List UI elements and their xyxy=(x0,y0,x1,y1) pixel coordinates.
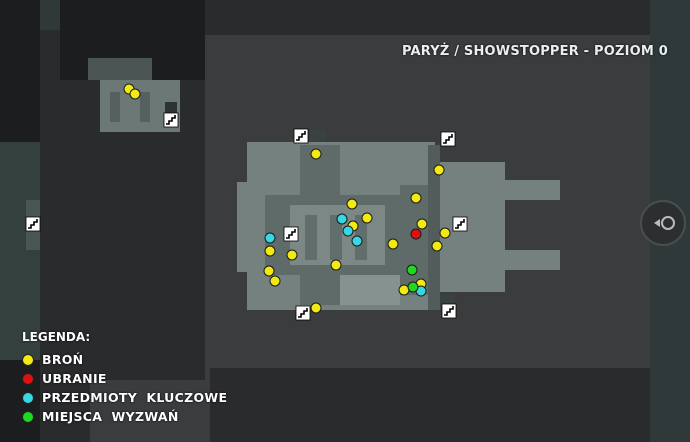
east-wall-band xyxy=(428,145,440,310)
south-wing xyxy=(300,270,340,305)
left-edge-block xyxy=(0,140,40,360)
legend-item-bron: BROŃ xyxy=(22,350,227,369)
weapon-marker[interactable] xyxy=(129,88,141,100)
weapon-marker[interactable] xyxy=(346,198,358,210)
key-item-marker[interactable] xyxy=(342,225,354,237)
weapon-marker[interactable] xyxy=(330,259,342,271)
legend-title: LEGENDA: xyxy=(22,330,91,344)
legend: LEGENDA: BROŃ UBRANIE PRZEDMIOTY KLUCZOW… xyxy=(22,330,227,426)
weapon-marker[interactable] xyxy=(439,227,451,239)
weapon-marker[interactable] xyxy=(433,164,445,176)
clothing-marker[interactable] xyxy=(410,228,422,240)
stairs-icon[interactable] xyxy=(452,216,468,232)
legend-item-przedmioty: PRZEDMIOTY KLUCZOWE xyxy=(22,388,227,407)
weapon-marker[interactable] xyxy=(264,245,276,257)
annex-column xyxy=(140,92,150,122)
legend-item-ubranie: UBRANIE xyxy=(22,369,227,388)
stairs-icon[interactable] xyxy=(440,131,456,147)
weapon-marker[interactable] xyxy=(361,212,373,224)
compass-icon[interactable] xyxy=(639,199,687,251)
weapon-marker[interactable] xyxy=(410,192,422,204)
key-item-markers xyxy=(264,213,427,297)
map-title: PARYŻ / SHOWSTOPPER - POZIOM 0 xyxy=(401,44,668,59)
weapon-marker[interactable] xyxy=(310,302,322,314)
east-cutout xyxy=(505,200,560,250)
stairs-icons xyxy=(25,112,468,321)
inner-pillar xyxy=(330,215,342,260)
weapon-marker[interactable] xyxy=(398,284,410,296)
legend-label: MIEJSCA WYZWAŃ xyxy=(42,409,179,424)
legend-dot-green xyxy=(22,410,34,423)
weapon-marker[interactable] xyxy=(269,275,281,287)
annex-roof xyxy=(88,58,152,80)
stairs-icon[interactable] xyxy=(441,303,457,319)
left-void xyxy=(0,0,40,142)
legend-label: BROŃ xyxy=(42,352,84,367)
stairs-icon[interactable] xyxy=(283,226,299,242)
weapon-marker[interactable] xyxy=(416,218,428,230)
key-item-marker[interactable] xyxy=(336,213,348,225)
north-stair-block xyxy=(310,130,325,142)
south-corridor xyxy=(340,275,400,305)
key-item-marker[interactable] xyxy=(264,232,276,244)
legend-label: PRZEDMIOTY KLUCZOWE xyxy=(42,390,228,405)
stairs-icon[interactable] xyxy=(163,112,179,128)
legend-dot-cyan xyxy=(22,391,34,404)
key-item-marker[interactable] xyxy=(351,235,363,247)
challenge-marker[interactable] xyxy=(406,264,418,276)
legend-dot-red xyxy=(22,372,34,385)
challenge-marker[interactable] xyxy=(407,281,419,293)
stairs-icon[interactable] xyxy=(293,128,309,144)
stairs-icon[interactable] xyxy=(25,216,41,232)
annex-column xyxy=(110,92,120,122)
weapon-marker[interactable] xyxy=(263,265,275,277)
legend-label: UBRANIE xyxy=(42,371,107,386)
weapon-marker[interactable] xyxy=(310,148,322,160)
challenge-markers xyxy=(406,264,419,293)
weapon-markers xyxy=(123,83,451,314)
stairs-icon[interactable] xyxy=(295,305,311,321)
weapon-marker[interactable] xyxy=(387,238,399,250)
legend-item-wyzwania: MIEJSCA WYZWAŃ xyxy=(22,407,227,426)
clothing-markers xyxy=(410,228,422,240)
legend-dot-yellow xyxy=(22,353,34,366)
weapon-marker[interactable] xyxy=(431,240,443,252)
inner-pillar xyxy=(305,215,317,260)
weapon-marker[interactable] xyxy=(286,249,298,261)
